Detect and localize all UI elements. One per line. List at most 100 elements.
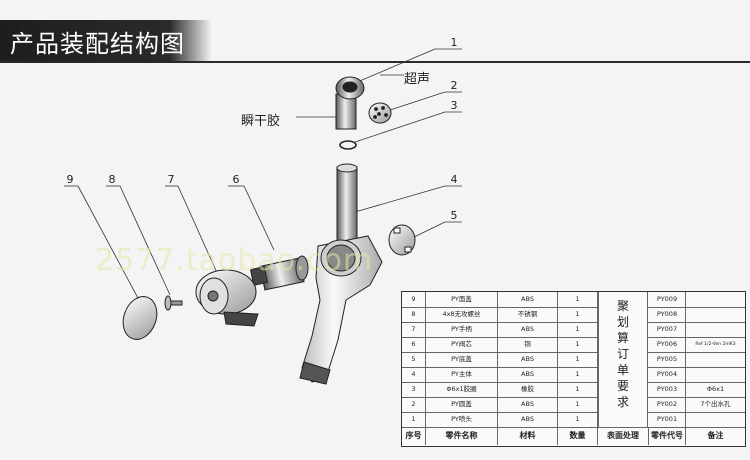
cell-qty: 1 (558, 412, 598, 427)
merged-surface-note-cell: 聚划算订单要求 (598, 292, 648, 427)
leader-3 (354, 111, 446, 143)
table-row: 3 Φ6x1胶圈 橡胶 1 PY003 Φ6x1 (402, 382, 745, 398)
cell-code: PY007 (649, 322, 686, 337)
leader-8 (119, 185, 171, 296)
cell-seq: 5 (402, 352, 426, 367)
cell-qty: 1 (558, 322, 598, 337)
leader-7 (177, 185, 219, 276)
leader-lines (64, 48, 462, 301)
callout-1: 1 (450, 36, 458, 49)
cell-name: Φ6x1胶圈 (426, 382, 498, 397)
header-remark: 备注 (707, 431, 724, 440)
merged-note-text: 聚划算订单要求 (616, 299, 629, 409)
part-face-cover (122, 296, 158, 340)
callout-5: 5 (450, 209, 458, 222)
cell-name: PY喷头 (426, 412, 498, 427)
label-ultrasonic: 超声 (404, 72, 431, 87)
callout-9: 9 (66, 173, 74, 186)
table-row: 7 PY手柄 ABS 1 PY007 (402, 322, 745, 338)
callout-4: 4 (450, 173, 458, 186)
cell-remark (686, 292, 745, 307)
cell-qty: 1 (558, 352, 598, 367)
header-name: 零件名称 (426, 427, 498, 445)
cell-seq: 3 (402, 382, 426, 397)
cell-seq: 9 (402, 292, 426, 307)
cell-material: ABS (498, 367, 558, 382)
cell-seq: 4 (402, 367, 426, 382)
label-instant-glue: 瞬干胶 (241, 114, 281, 129)
leader-6 (243, 185, 275, 251)
cell-name: PY主体 (426, 367, 498, 382)
cell-name: PY阀芯 (426, 337, 498, 352)
part-nozzle (335, 76, 365, 130)
cell-remark (686, 412, 745, 427)
cell-remark (686, 322, 745, 337)
part-screw (164, 295, 183, 311)
table-row: 4 PY主体 ABS 1 PY004 (402, 367, 745, 383)
callout-2: 2 (450, 79, 458, 92)
title-banner: 产品装配结构图 (0, 20, 212, 62)
cell-name: PY底盖 (426, 352, 498, 367)
part-round-cap (368, 102, 392, 124)
cell-remark (686, 352, 745, 367)
callout-6: 6 (232, 173, 240, 186)
cell-name: PY圆盖 (426, 397, 498, 412)
cell-material: ABS (498, 322, 558, 337)
table-row: 8 4x8无攻螺丝 不锈钢 1 PY008 (402, 307, 745, 323)
bill-of-materials-table: 9 PY面盖 ABS 1 PY009 8 4x8无攻螺丝 不锈钢 1 PY008… (401, 291, 746, 447)
leader-5 (411, 221, 446, 239)
cell-seq: 2 (402, 397, 426, 412)
callout-7: 7 (167, 173, 175, 186)
part-valve-core (249, 255, 309, 291)
header-surface: 表面处理 (598, 427, 649, 445)
cell-code: PY004 (649, 367, 686, 382)
cell-remark: 7个出水孔 (700, 400, 731, 408)
cell-seq: 8 (402, 307, 426, 322)
cell-seq: 1 (402, 412, 426, 427)
cell-remark: Ref 1/2-Ven 2mK3 (695, 342, 736, 347)
cell-code: PY008 (649, 307, 686, 322)
title-rule (0, 61, 750, 63)
table-row: 6 PY阀芯 铜 1 PY006 Ref 1/2-Ven 2mK3 (402, 337, 745, 353)
table-row: 1 PY喷头 ABS 1 PY001 (402, 412, 745, 428)
part-handle (195, 269, 259, 327)
cell-material: ABS (498, 397, 558, 412)
cell-seq: 7 (402, 322, 426, 337)
table-row: 5 PY底盖 ABS 1 PY005 (402, 352, 745, 368)
cell-name: 4x8无攻螺丝 (426, 307, 498, 322)
page-title: 产品装配结构图 (10, 30, 185, 58)
part-main-body (299, 163, 383, 385)
cell-material: 铜 (498, 337, 558, 352)
cell-code: PY006 (649, 337, 686, 352)
leader-4 (354, 185, 446, 213)
cell-remark (686, 367, 745, 382)
table-header-row: 序号 零件名称 材料 数量 表面处理 零件代号 备注 (402, 427, 745, 445)
cell-material: ABS (498, 352, 558, 367)
cell-code: PY005 (649, 352, 686, 367)
cell-qty: 1 (558, 292, 598, 307)
cell-material: ABS (498, 412, 558, 427)
cell-code: PY002 (649, 397, 686, 412)
callout-3: 3 (450, 99, 458, 112)
cell-qty: 1 (558, 307, 598, 322)
cell-qty: 1 (558, 337, 598, 352)
header-seq: 序号 (402, 427, 426, 445)
cell-material: 橡胶 (498, 382, 558, 397)
cell-material: 不锈钢 (498, 307, 558, 322)
cell-qty: 1 (558, 397, 598, 412)
leader-9 (77, 185, 140, 301)
callout-8: 8 (108, 173, 116, 186)
part-bottom-cover (388, 224, 416, 256)
table-row: 2 PY圆盖 ABS 1 PY002 7个出水孔 (402, 397, 745, 413)
cell-remark: Φ6x1 (706, 385, 725, 393)
header-material: 材料 (498, 427, 558, 445)
cell-material: ABS (498, 292, 558, 307)
cell-seq: 6 (402, 337, 426, 352)
cell-code: PY003 (649, 382, 686, 397)
cell-name: PY面盖 (426, 292, 498, 307)
part-o-ring (339, 140, 357, 150)
header-code: 零件代号 (649, 427, 686, 445)
cell-code: PY009 (649, 292, 686, 307)
cell-qty: 1 (558, 367, 598, 382)
